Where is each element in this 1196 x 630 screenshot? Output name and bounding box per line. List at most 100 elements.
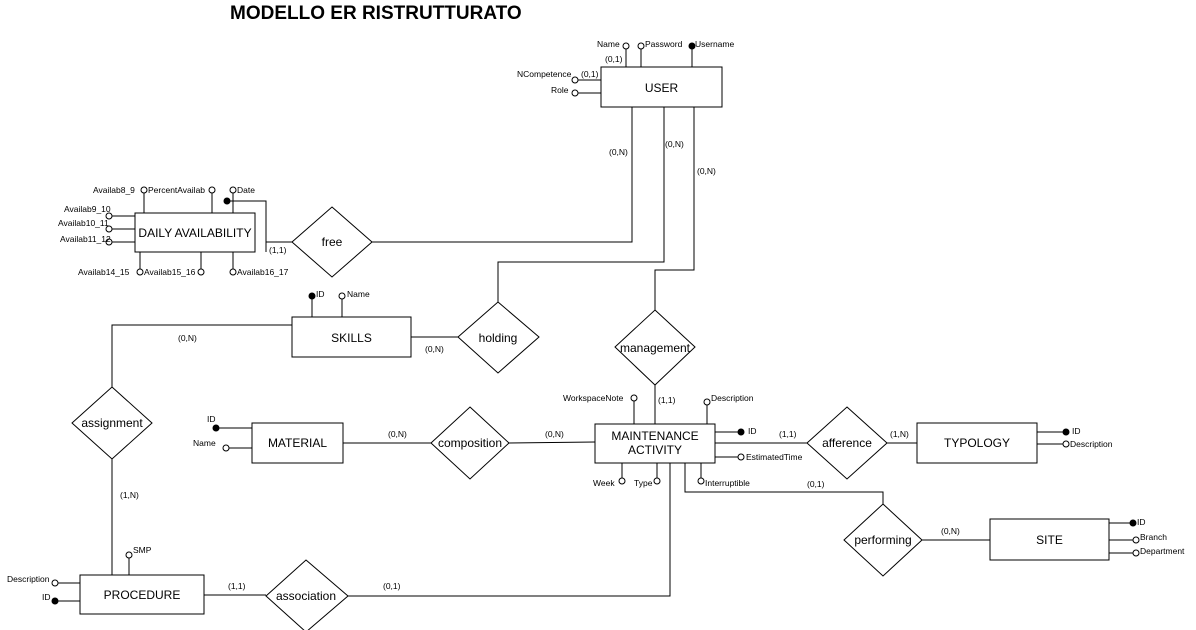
attr-label-typology-id: ID (1072, 426, 1081, 436)
attr-dot-typology-id (1062, 428, 1070, 436)
entity-label-line1: MAINTENANCE (611, 429, 698, 443)
attr-label-procedure-id: ID (42, 592, 51, 602)
attr-dot-typology-description (1062, 440, 1070, 448)
cardinality-daily-free: (1,1) (269, 245, 287, 255)
attr-dot-site-id (1129, 519, 1137, 527)
entity-procedure[interactable]: PROCEDURE (79, 574, 205, 615)
attr-label-availab11-12: Availab11_12 (60, 234, 111, 244)
line-skills-assignment (111, 324, 292, 387)
cardinality-procedure-assignment: (1,N) (120, 490, 139, 500)
relationship-label: assignment (81, 416, 143, 430)
cardinality-procedure-association: (1,1) (228, 581, 246, 591)
attr-dot-availab11-12 (105, 238, 113, 246)
line-activity-performing (684, 463, 884, 504)
attr-dot-activity-week (618, 477, 626, 485)
cardinality-material-composition: (0,N) (388, 429, 407, 439)
cardinality-labels: (0,1) (0,1) (0,N) (0,N) (0,N) (1,1) (0,N… (120, 54, 960, 591)
relationship-composition[interactable]: composition (430, 406, 510, 480)
attr-label-activity-week: Week (593, 478, 615, 488)
entity-label: DAILY AVAILABILITY (138, 226, 251, 240)
attr-label-date: Date (237, 185, 255, 195)
entity-skills[interactable]: SKILLS (291, 316, 412, 358)
relationship-label: performing (854, 533, 911, 547)
attr-dot-activity-estimatedtime (737, 453, 745, 461)
attr-label-user-name: Name (597, 39, 620, 49)
relationship-afference[interactable]: afference (806, 406, 888, 480)
line-user-free (372, 107, 633, 243)
attr-dot-procedure-description (51, 579, 59, 587)
line-activity-association (348, 463, 671, 597)
attr-label-user-password: Password (645, 39, 683, 49)
attr-dot-site-department (1132, 549, 1140, 557)
relationship-label: holding (479, 331, 518, 345)
cardinality-activity-association: (0,1) (383, 581, 401, 591)
relationship-label: management (620, 341, 691, 355)
attr-label-activity-id: ID (748, 426, 757, 436)
attr-label-activity-description: Description (711, 393, 754, 403)
line-user-management (654, 107, 695, 310)
entity-daily-availability[interactable]: DAILY AVAILABILITY (134, 212, 256, 253)
relationship-association[interactable]: association (265, 559, 349, 630)
entity-typology[interactable]: TYPOLOGY (916, 422, 1038, 464)
relationship-management[interactable]: management (614, 309, 696, 386)
entity-label: SKILLS (331, 331, 372, 345)
attribute-markers (51, 42, 1140, 605)
attr-label-availab8-9: Availab8_9 (93, 185, 135, 195)
relationship-label: afference (822, 436, 872, 450)
cardinality-typology-afference: (1,N) (890, 429, 909, 439)
attr-label-user-ncompetence: NCompetence (517, 69, 572, 79)
entity-site[interactable]: SITE (989, 518, 1110, 561)
cardinality-skills-holding: (0,N) (425, 344, 444, 354)
attr-label-percentavailab: PercentAvailab (148, 185, 205, 195)
relationship-free[interactable]: free (291, 206, 373, 278)
attr-label-site-branch: Branch (1140, 532, 1167, 542)
attr-label-activity-estimatedtime: EstimatedTime (746, 452, 803, 462)
attr-dot-availab9-10 (105, 212, 113, 220)
attr-dot-user-username (688, 42, 696, 50)
entity-label-line2: ACTIVITY (628, 443, 682, 457)
relationship-label: free (322, 235, 343, 249)
line-composition-activity (508, 441, 596, 444)
attr-dot-daily-key (223, 197, 231, 205)
cardinality-activity-management: (1,1) (658, 395, 676, 405)
entity-maintenance-activity[interactable]: MAINTENANCE ACTIVITY (594, 423, 716, 464)
relationship-holding[interactable]: holding (457, 301, 540, 374)
entity-label: MATERIAL (268, 436, 327, 450)
cardinality-user-holding: (0,N) (665, 139, 684, 149)
attr-label-skills-name: Name (347, 289, 370, 299)
attr-dot-material-name (222, 444, 230, 452)
relationship-label: composition (438, 436, 502, 450)
attr-label-site-id: ID (1137, 517, 1146, 527)
cardinality-skills-assignment: (0,N) (178, 333, 197, 343)
attr-dot-availab15-16 (197, 268, 205, 276)
cardinality-user-ncompetence: (0,1) (581, 69, 599, 79)
attr-label-material-name: Name (193, 438, 216, 448)
cardinality-user-name: (0,1) (605, 54, 623, 64)
line-user-holding (497, 107, 665, 302)
cardinality-user-free: (0,N) (609, 147, 628, 157)
attr-dot-availab16-17 (229, 268, 237, 276)
attr-dot-procedure-id (51, 597, 59, 605)
attr-dot-availab14-15 (136, 268, 144, 276)
connection-lines (111, 107, 990, 597)
entity-material[interactable]: MATERIAL (251, 422, 344, 464)
attr-dot-material-id (212, 424, 220, 432)
attr-label-user-username: Username (695, 39, 734, 49)
attr-dot-skills-id (308, 292, 316, 300)
attr-dot-percentavailab (208, 186, 216, 194)
attr-label-availab15-16: Availab15_16 (144, 267, 196, 277)
attr-label-procedure-smp: SMP (133, 545, 152, 555)
entity-label: PROCEDURE (104, 588, 181, 602)
attr-label-availab9-10: Availab9_10 (64, 204, 111, 214)
relationship-performing[interactable]: performing (843, 503, 923, 577)
cardinality-user-management: (0,N) (697, 166, 716, 176)
attr-label-activity-interruptible: Interruptible (705, 478, 750, 488)
cardinality-site-performing: (0,N) (941, 526, 960, 536)
relationship-assignment[interactable]: assignment (71, 386, 153, 460)
cardinality-activity-performing: (0,1) (807, 479, 825, 489)
entity-user[interactable]: USER (600, 66, 723, 108)
cardinality-activity-composition: (0,N) (545, 429, 564, 439)
attr-dot-activity-type (653, 477, 661, 485)
entity-label: SITE (1036, 533, 1063, 547)
